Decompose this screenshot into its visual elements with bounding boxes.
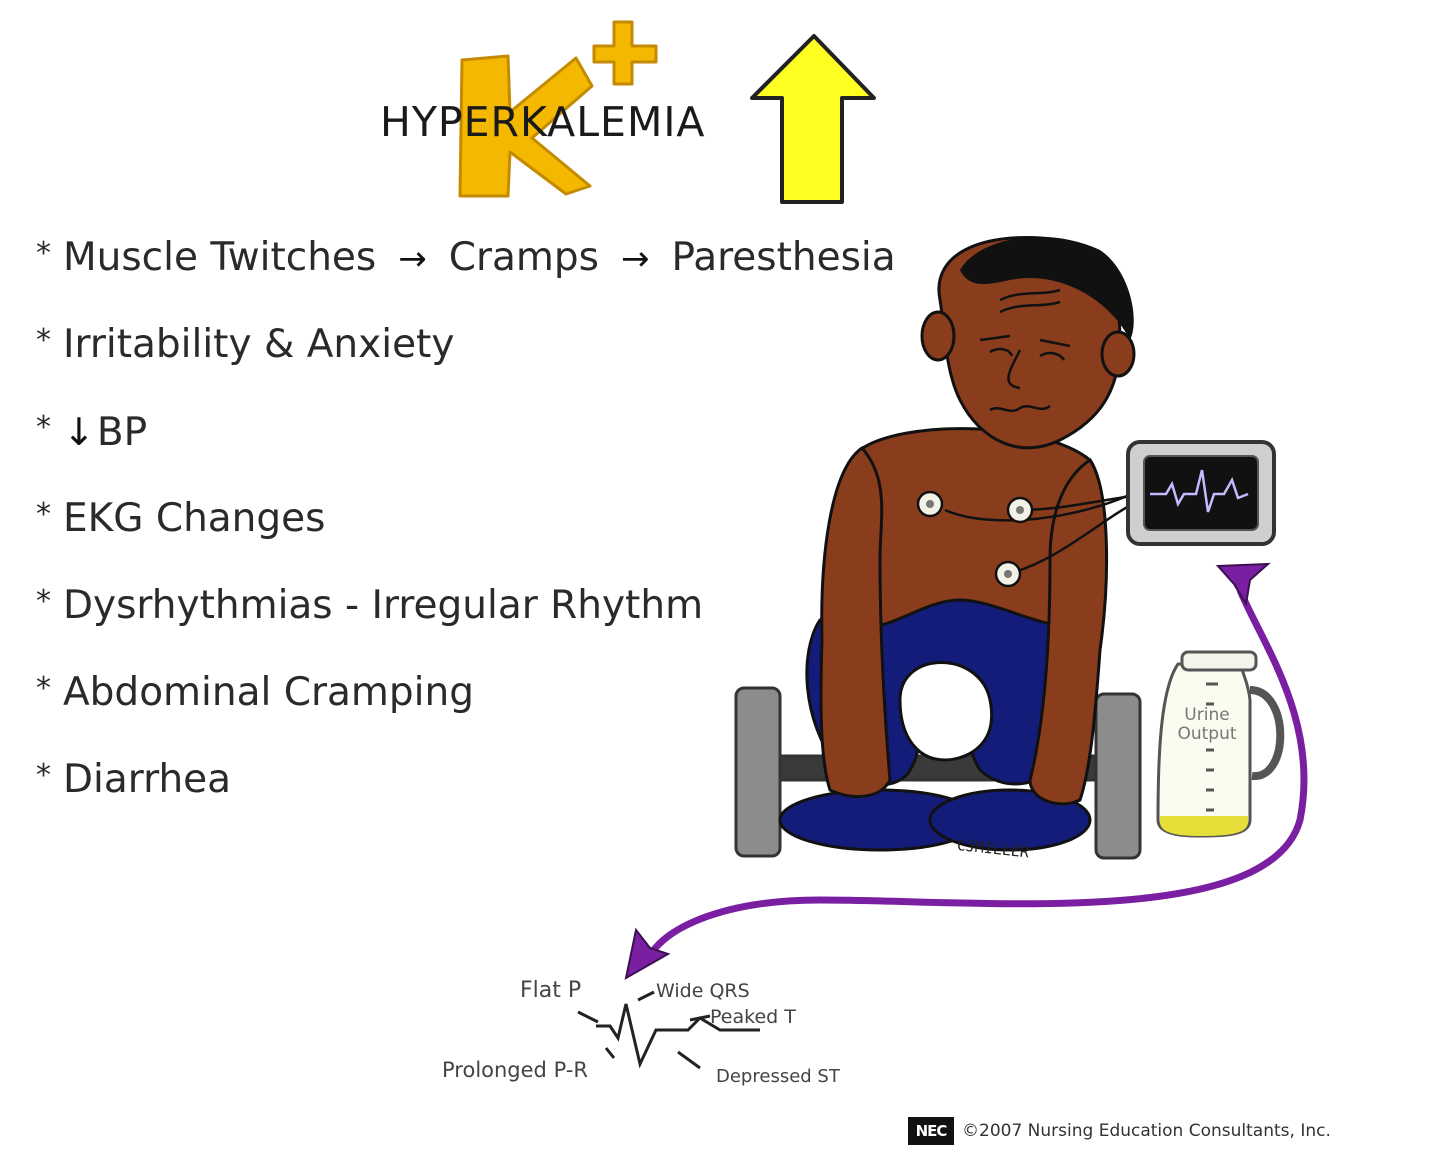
left-ear	[920, 310, 956, 362]
symptom-diarrhea: * Diarrhea	[36, 750, 896, 837]
arms	[819, 446, 1109, 806]
hair	[960, 236, 1134, 340]
weight-plate-right	[1094, 692, 1142, 860]
symptom-list: * Muscle Twitches → Cramps → Paresthesia * Irr…	[36, 228, 896, 837]
down-arrow-icon: ↓	[63, 410, 95, 454]
head	[920, 236, 1136, 450]
symptom-bp-text: BP	[96, 410, 148, 455]
urine-output-label: Urine Output	[1172, 706, 1242, 744]
up-arrow-icon	[750, 34, 876, 204]
ekg-label-peaked-t: Peaked T	[710, 1006, 796, 1028]
urine-label-line2: Output	[1177, 724, 1237, 744]
symptom-abdominal: * Abdominal Cramping	[36, 663, 896, 750]
symptom-irritability: * Irritability & Anxiety	[36, 315, 896, 402]
weight-plate-left	[734, 686, 782, 858]
symptom-irritability-text: Irritability & Anxiety	[63, 322, 455, 367]
measure-ticks	[1206, 682, 1218, 812]
ekg-strip	[577, 990, 760, 1070]
arrow-head-icon	[624, 927, 671, 980]
leg-gap	[898, 661, 994, 762]
ekg-label-depressed-st: Depressed ST	[716, 1066, 840, 1087]
purple-curved-arrow	[624, 562, 1308, 980]
title-word: HYPERKALEMIA	[380, 98, 706, 146]
face-features	[979, 288, 1071, 413]
symptom-ekg: * EKG Changes	[36, 489, 896, 576]
potassium-k-letter	[458, 54, 594, 198]
bullet-star: *	[36, 410, 51, 445]
copyright-footer: NEC ©2007 Nursing Education Consultants,…	[908, 1114, 1331, 1148]
symptom-low-bp: * ↓BP	[36, 402, 896, 489]
bullet-star: *	[36, 497, 51, 532]
heart-monitor	[1126, 440, 1276, 546]
copyright-text: ©2007 Nursing Education Consultants, Inc…	[962, 1121, 1331, 1141]
bullet-star: *	[36, 236, 51, 271]
ekg-label-wide-qrs: Wide QRS	[656, 980, 750, 1002]
symptom-muscle-twitches: Muscle Twitches	[63, 235, 377, 280]
urine-output-jug	[1156, 650, 1285, 838]
ekg-electrodes	[916, 488, 1141, 588]
symptom-muscle-progression: * Muscle Twitches → Cramps → Paresthesia	[36, 228, 896, 315]
monitor-waveform	[1150, 469, 1249, 513]
ekg-label-flat-p: Flat P	[520, 978, 582, 1003]
urine-label-line1: Urine	[1184, 705, 1230, 725]
right-arrow-icon: →	[398, 239, 427, 279]
right-arrow-icon: →	[620, 239, 650, 279]
symptom-diarrhea-text: Diarrhea	[63, 757, 232, 802]
ekg-label-prolonged-pr: Prolonged P-R	[442, 1058, 588, 1082]
symptom-dysrhythmias: * Dysrhythmias - Irregular Rhythm	[36, 576, 896, 663]
symptom-dysrhythmias-text: Dysrhythmias - Irregular Rhythm	[63, 583, 704, 628]
title-block: HYPERKALEMIA	[380, 98, 720, 158]
right-ear	[1100, 330, 1136, 378]
nec-logo: NEC	[908, 1117, 954, 1145]
bullet-star: *	[36, 323, 51, 358]
symptom-cramps: Cramps	[448, 235, 599, 280]
bullet-star: *	[36, 584, 51, 619]
bullet-star: *	[36, 758, 51, 793]
plus-charge-icon	[592, 20, 658, 86]
bullet-star: *	[36, 671, 51, 706]
arrow-tail-icon	[1215, 562, 1271, 607]
symptom-abdominal-text: Abdominal Cramping	[63, 670, 474, 715]
symptom-paresthesia: Paresthesia	[671, 235, 896, 280]
symptom-ekg-text: EKG Changes	[63, 496, 326, 541]
